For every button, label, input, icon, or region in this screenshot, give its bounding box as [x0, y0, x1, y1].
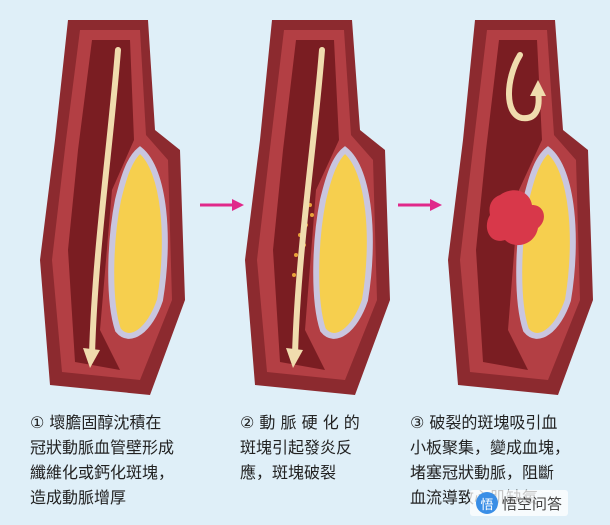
blood-flow-arrow — [89, 47, 121, 358]
watermark-text: 悟空问答 — [502, 494, 563, 513]
diagram-illustration — [40, 20, 593, 395]
step-arrow-1 — [200, 199, 244, 211]
chat-bubble-icon: 悟 — [476, 492, 498, 514]
vessel-panel-3 — [448, 20, 593, 395]
plaque-deposit — [516, 146, 576, 339]
watermark: 悟 悟空问答 — [470, 490, 569, 516]
plaque-deposit — [108, 146, 168, 339]
blood-flow-arrowhead — [286, 348, 303, 368]
blocked-flow-arrowhead — [530, 80, 546, 96]
blood-flow-arrowhead — [83, 348, 100, 368]
step-arrow-2 — [398, 199, 442, 211]
vessel-panel-1 — [40, 20, 185, 395]
plaque-deposit — [313, 146, 373, 339]
blood-flow-arrow — [292, 47, 325, 358]
caption-step-1: ① 壞膽固醇沈積在 冠狀動脈血管壁形成 纖維化或鈣化斑塊， 造成動脈增厚 — [30, 413, 175, 507]
vessel-panel-2 — [245, 20, 390, 395]
blocked-flow-arrow — [506, 52, 542, 122]
caption-step-2: ② 動 脈 硬 化 的 斑塊引起發炎反 應，斑塊破裂 — [240, 413, 360, 482]
blood-clot — [486, 190, 544, 246]
